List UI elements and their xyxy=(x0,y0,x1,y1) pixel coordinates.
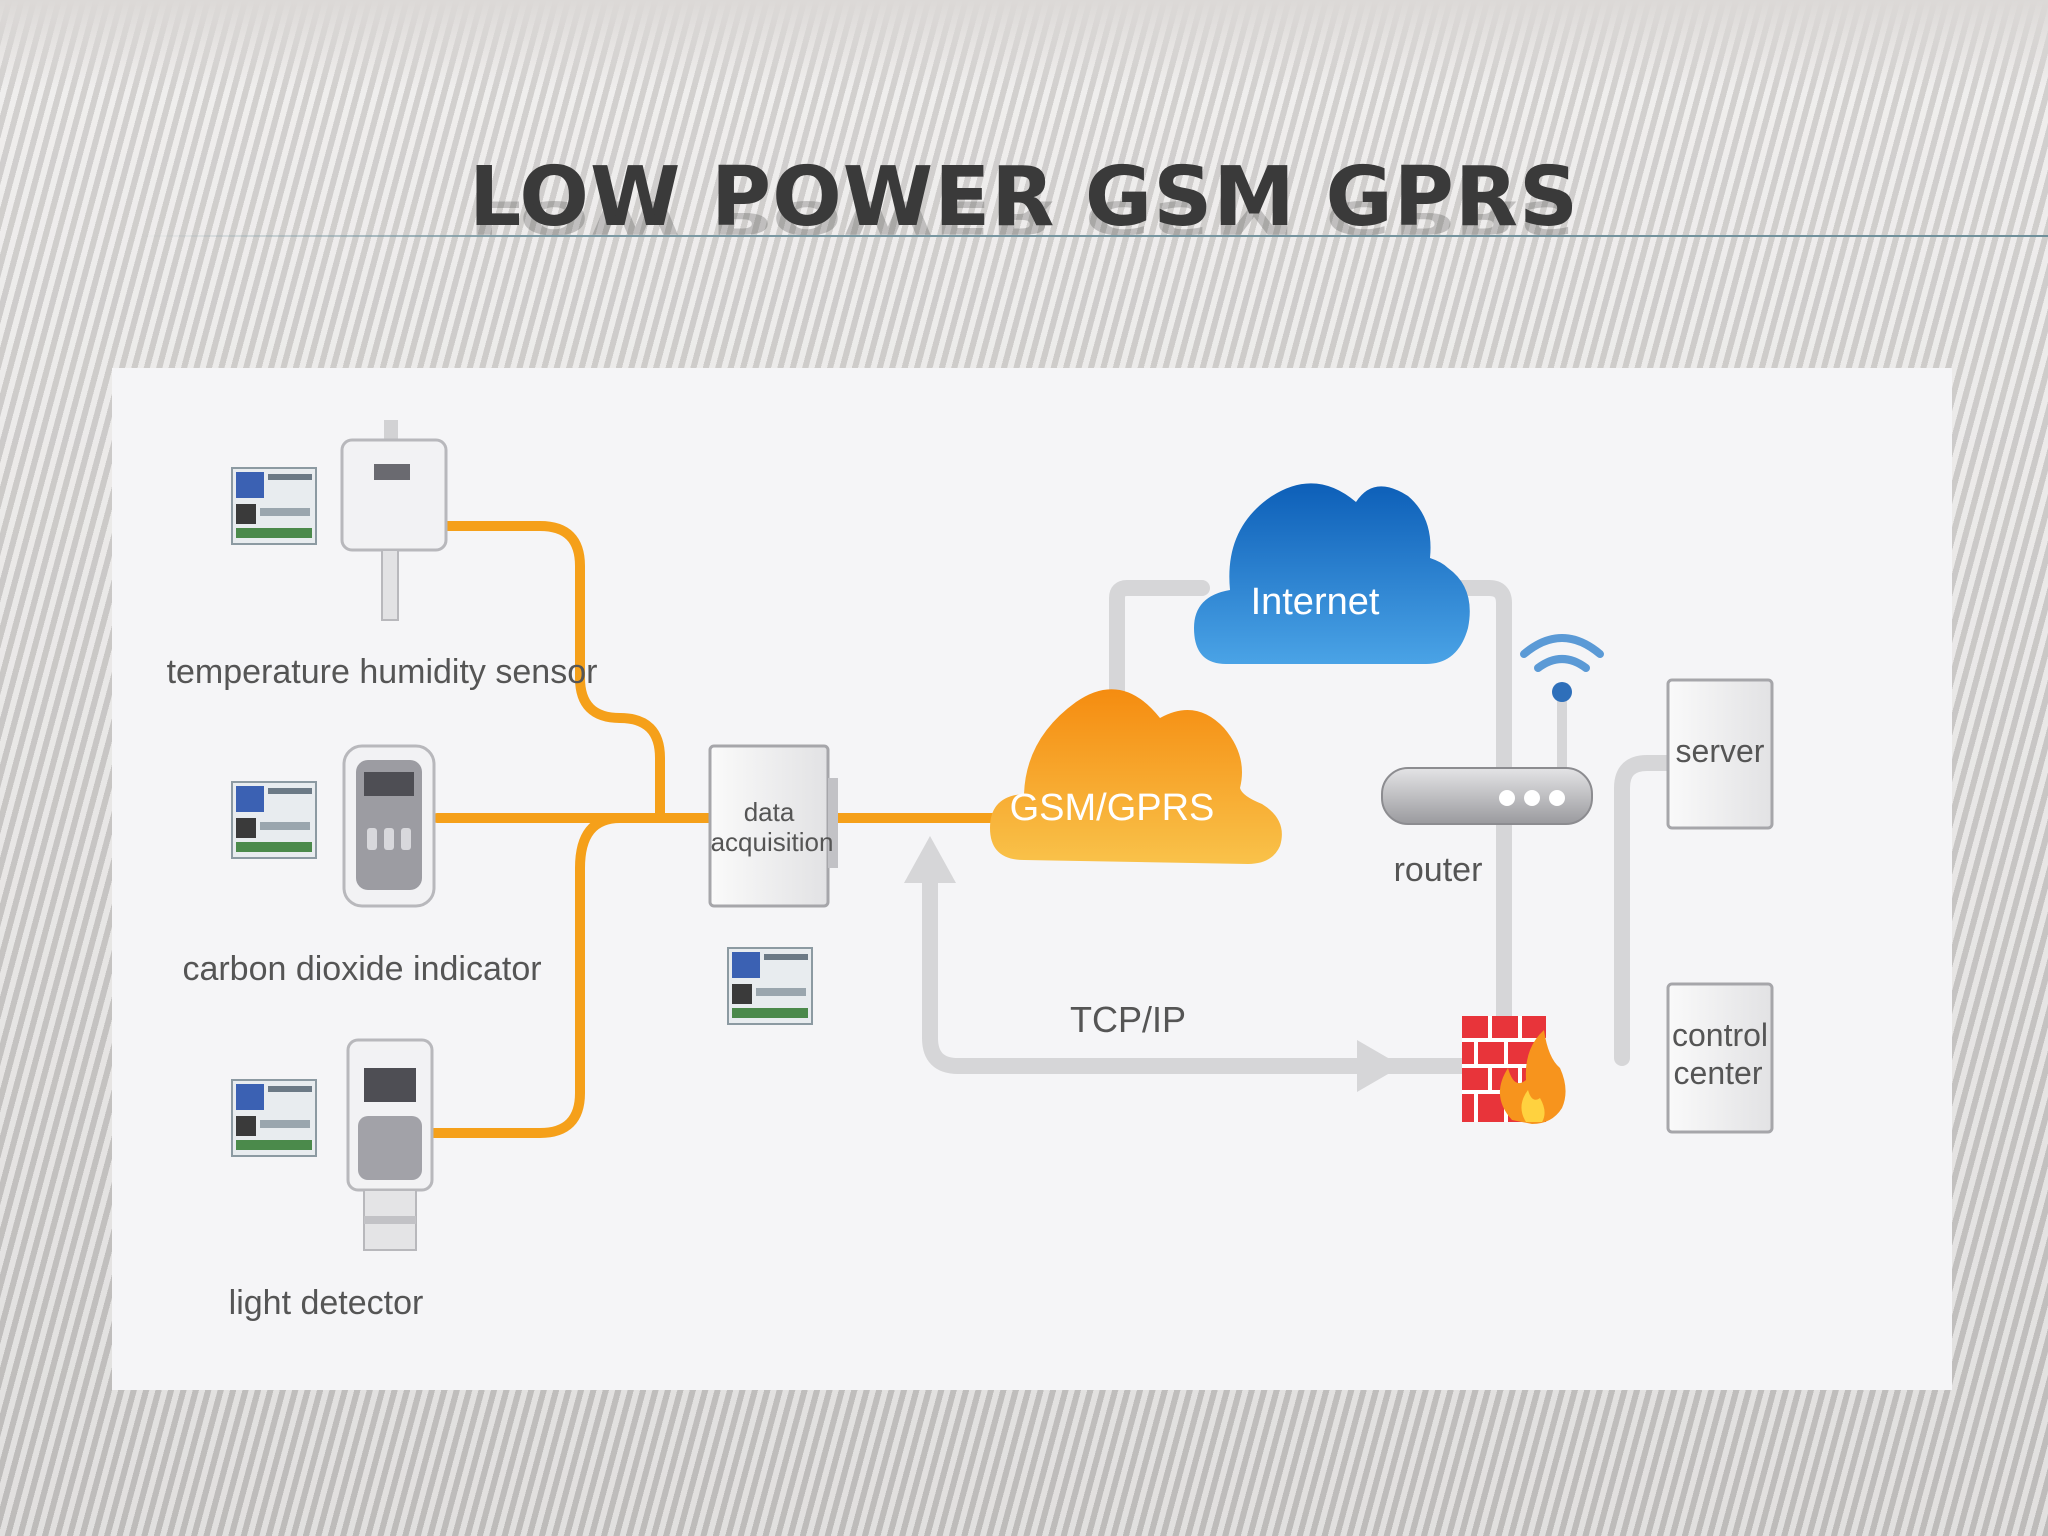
link-server-bracket xyxy=(1614,755,1675,1066)
gsm-gprs-label: GSM/GPRS xyxy=(1010,787,1215,829)
gsm-module-co2 xyxy=(231,781,317,859)
link-temp-sensor xyxy=(442,521,625,723)
slide-title: LOW POWER GSM GPRS xyxy=(468,150,1580,245)
gsm-module-daq xyxy=(727,947,813,1025)
internet-cloud-icon: Internet xyxy=(1194,483,1470,664)
daq-label-line1: data xyxy=(744,797,795,827)
server-box: server xyxy=(1666,678,1774,830)
control-center-box: control center xyxy=(1666,982,1774,1134)
sensor-label-light: light detector xyxy=(229,1284,424,1322)
sensor-label-co2: carbon dioxide indicator xyxy=(182,950,541,988)
control-center-label-line2: center xyxy=(1674,1055,1763,1091)
tcpip-label: TCP/IP xyxy=(1070,999,1186,1040)
link-internet-to-firewall xyxy=(1414,580,1512,1036)
tcpip-arrow-up xyxy=(904,836,956,883)
diagram-panel: temperature humidity sensor carbon dioxi… xyxy=(112,368,1952,1390)
firewall-icon xyxy=(1462,1016,1566,1124)
light-detector-icon xyxy=(346,1038,434,1251)
data-acquisition-box: data acquisition xyxy=(708,744,838,908)
carbon-dioxide-indicator-icon xyxy=(342,744,436,908)
slide-top-band xyxy=(0,0,2048,90)
link-temp-branch xyxy=(615,713,717,823)
control-center-label-line1: control xyxy=(1672,1017,1768,1053)
daq-label-line2: acquisition xyxy=(711,827,834,857)
gsm-module-temp xyxy=(231,467,317,545)
link-tcpip-loop xyxy=(922,855,1470,1074)
link-gsm-to-internet xyxy=(1109,580,1210,721)
network-diagram: temperature humidity sensor carbon dioxi… xyxy=(167,420,1774,1322)
title-underline xyxy=(140,235,2048,237)
gsm-gprs-cloud-icon: GSM/GPRS xyxy=(990,689,1282,864)
router-label: router xyxy=(1394,851,1483,889)
sensor-label-temperature: temperature humidity sensor xyxy=(167,653,598,691)
temperature-humidity-sensor-icon xyxy=(340,420,448,621)
gsm-module-light xyxy=(231,1079,317,1157)
server-label: server xyxy=(1676,733,1765,769)
tcpip-arrow-right xyxy=(1357,1040,1402,1092)
internet-label: Internet xyxy=(1251,581,1380,623)
link-light-sensor xyxy=(429,813,625,1138)
orange-links xyxy=(429,521,997,1138)
router-icon xyxy=(1381,634,1604,825)
